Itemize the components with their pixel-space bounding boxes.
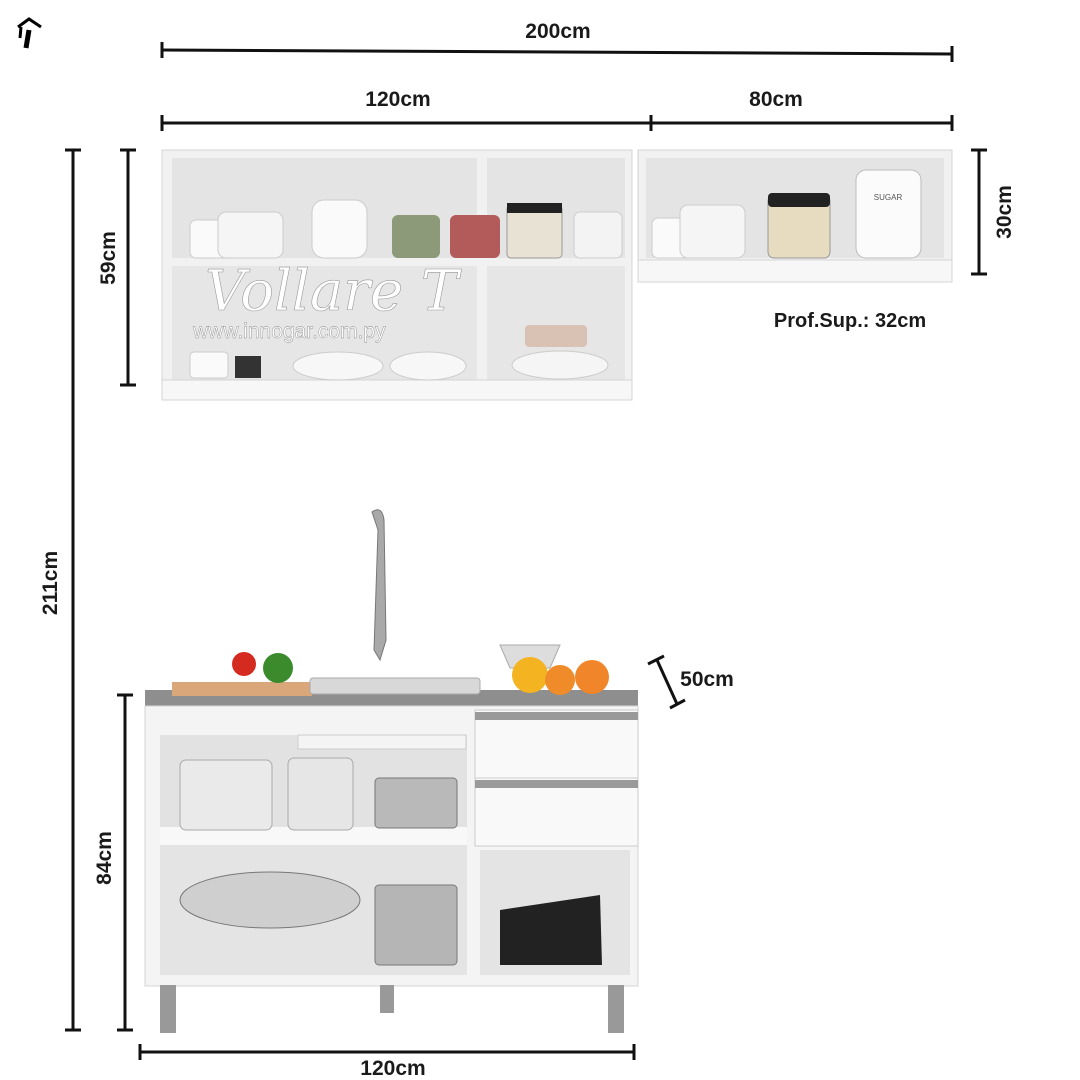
house-logo-icon <box>17 17 42 49</box>
svg-text:84cm: 84cm <box>93 831 116 885</box>
upper-cabinet-right: SUGAR <box>637 149 953 283</box>
dim-upper-right-width: 80cm <box>651 88 954 131</box>
dim-upper-left-width: 120cm <box>160 88 653 131</box>
sink-faucet <box>371 509 387 662</box>
dim-lower-depth: 50cm <box>647 654 734 710</box>
svg-text:120cm: 120cm <box>360 1057 425 1080</box>
svg-text:120cm: 120cm <box>365 88 430 111</box>
lower-cabinet <box>144 644 639 1033</box>
svg-text:50cm: 50cm <box>680 668 734 691</box>
dim-lower-width: 120cm <box>138 1044 636 1080</box>
dim-upper-left-height: 59cm <box>97 148 136 387</box>
dim-lower-height: 84cm <box>93 693 133 1032</box>
dim-total-height: 211cm <box>39 148 81 1032</box>
watermark-brand: Vollare T <box>205 259 462 324</box>
upper-cabinet-left <box>161 149 633 401</box>
svg-text:200cm: 200cm <box>525 20 590 43</box>
dim-total-width: 200cm <box>160 20 954 62</box>
upper-depth-label: Prof.Sup.: 32cm <box>774 310 926 332</box>
dim-upper-right-height: 30cm <box>971 148 1016 276</box>
svg-text:59cm: 59cm <box>97 231 120 285</box>
svg-text:30cm: 30cm <box>993 185 1016 239</box>
sugar-canister-label: SUGAR <box>874 193 903 202</box>
watermark-url: www.innogar.com.py <box>192 320 386 343</box>
svg-text:211cm: 211cm <box>39 551 62 615</box>
svg-text:80cm: 80cm <box>749 88 803 111</box>
